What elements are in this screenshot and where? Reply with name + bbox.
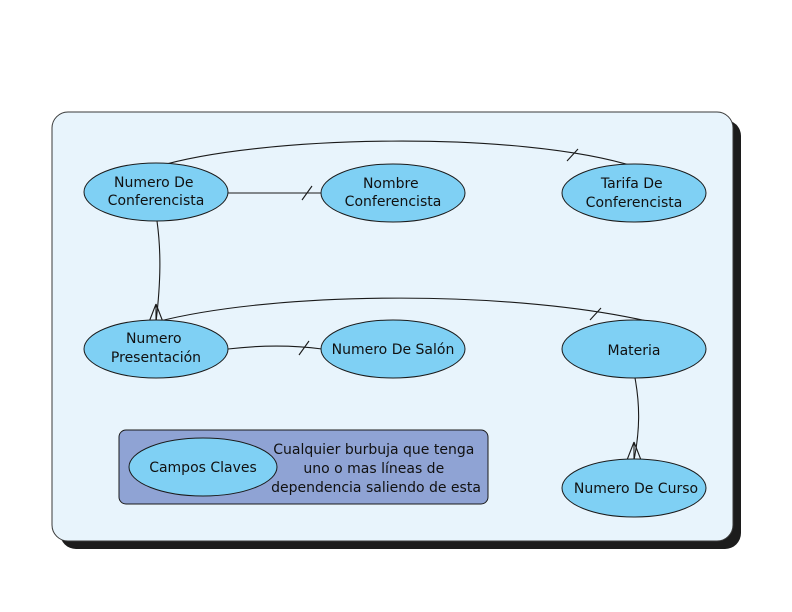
bubble-nombre-conferencista: Nombre Conferencista [320, 163, 466, 223]
svg-text:Materia: Materia [608, 343, 661, 359]
legend-description-line: Cualquier burbuja que tenga [273, 442, 474, 458]
single-tick-nombre [301, 185, 313, 201]
legend-key-bubble: Campos Claves [128, 437, 278, 497]
bubble-label-line: Conferencista [108, 193, 205, 209]
bubble-numero-de-conferencista: Numero De Conferencista [83, 162, 229, 222]
line-conferencista-tarifa [155, 140, 637, 168]
crowfoot-curso [626, 441, 642, 461]
bubble-tarifa-de-conferencista: Tarifa De Conferencista [561, 163, 707, 223]
bubble-materia: Materia [561, 319, 707, 379]
bubble-label-line: Conferencista [345, 194, 442, 210]
bubble-label-line: Presentación [111, 350, 201, 366]
svg-text:Numero De Curso: Numero De Curso [574, 481, 698, 497]
svg-text:Campos Claves: Campos Claves [149, 460, 257, 476]
line-presentacion-salon [227, 345, 323, 350]
legend-key-label: Campos Claves [149, 460, 257, 476]
line-presentacion-materia [155, 297, 656, 324]
crowfoot-presentacion [148, 303, 164, 323]
bubble-label-line: Materia [608, 343, 661, 359]
svg-text:Numero Presentación: Numero Presentación [111, 331, 201, 366]
bubble-numero-presentacion: Numero Presentación [83, 319, 229, 379]
bubble-label-line: Numero De Curso [574, 481, 698, 497]
legend: Campos Claves Cualquier burbuja que teng… [118, 429, 489, 505]
svg-text:Numero De Conferencista: Numero De Conferencista [108, 175, 205, 209]
single-tick-tarifa [566, 148, 579, 162]
svg-text:Tarifa De Conferencista: Tarifa De Conferencista [586, 176, 683, 211]
bubble-label-line: Tarifa De [600, 176, 663, 192]
bubble-label-line: Conferencista [586, 195, 683, 211]
bubble-label-line: Numero De [114, 175, 193, 191]
bubble-numero-de-salon: Numero De Salón [320, 319, 466, 379]
svg-text:Nombre Conferencista: Nombre Conferencista [345, 176, 442, 210]
connectors [148, 140, 656, 461]
svg-text:Numero De Salón: Numero De Salón [332, 342, 455, 358]
line-materia-curso [633, 377, 640, 461]
single-tick-materia [589, 307, 602, 321]
single-tick-salon [298, 340, 310, 356]
legend-description: Cualquier burbuja que tenga uno o mas lí… [271, 442, 481, 496]
bubble-numero-de-curso: Numero De Curso [561, 458, 707, 518]
legend-description-line: uno o mas líneas de [303, 461, 444, 477]
bubble-label-line: Nombre [363, 176, 419, 192]
bubble-label-line: Numero [126, 331, 182, 347]
legend-description-line: dependencia saliendo de esta [271, 480, 481, 496]
bubble-label-line: Numero De Salón [332, 342, 455, 358]
